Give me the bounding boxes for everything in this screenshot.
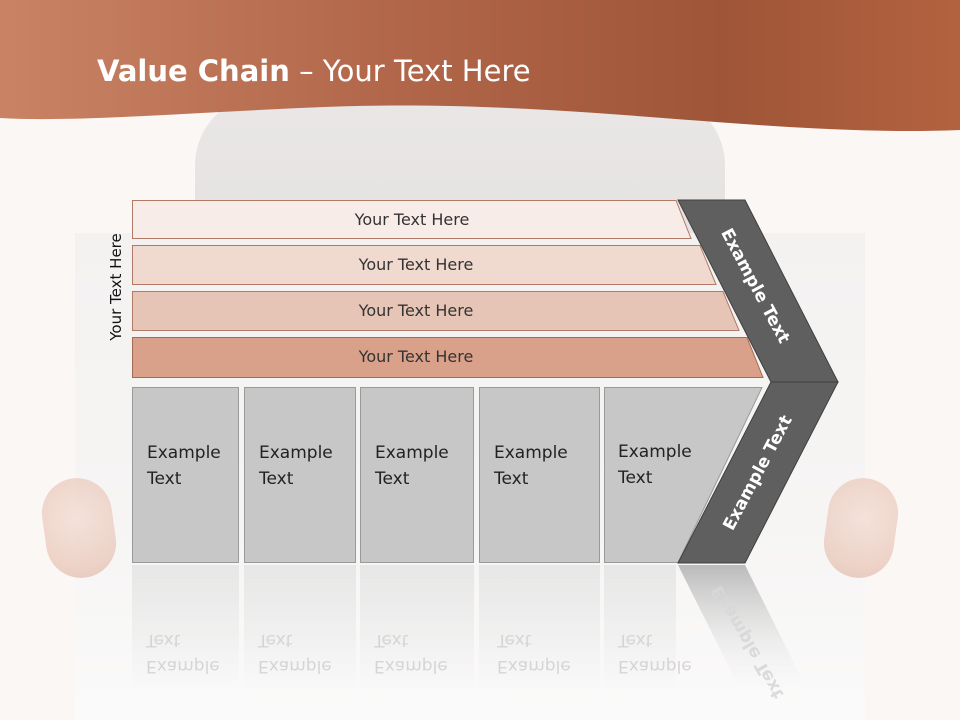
support-bar-4-label: Your Text Here — [358, 347, 474, 366]
primary-box-1-line1: Example — [147, 443, 221, 463]
primary-box-1-line2: Text — [147, 469, 182, 489]
primary-box-4[interactable]: Example Text — [479, 387, 600, 563]
support-bar-3-label: Your Text Here — [358, 301, 474, 320]
support-bar-1-label: Your Text Here — [354, 210, 470, 229]
primary-box-3-line1: Example — [375, 443, 449, 463]
primary-box-3[interactable]: Example Text — [360, 387, 474, 563]
reflection-box — [244, 565, 356, 705]
reflection-box — [604, 565, 676, 705]
reflection-box — [132, 565, 239, 705]
support-bar-3-shape — [132, 291, 740, 331]
primary-box-1[interactable]: Example Text — [132, 387, 239, 563]
support-bar-1[interactable]: Your Text Here — [132, 200, 692, 239]
support-bar-4[interactable]: Your Text Here — [132, 337, 764, 378]
reflection-box — [360, 565, 474, 705]
primary-box-3-line2: Text — [375, 469, 410, 489]
support-bar-2-label: Your Text Here — [358, 255, 474, 274]
support-bar-3[interactable]: Your Text Here — [132, 291, 740, 331]
primary-box-4-line2: Text — [494, 469, 529, 489]
support-bar-1-shape — [132, 200, 692, 239]
primary-box-5-line2: Text — [618, 468, 653, 488]
reflection-box — [479, 565, 600, 705]
support-bar-2-shape — [132, 245, 717, 285]
support-bar-4-shape — [132, 337, 764, 378]
primary-box-5-line1: Example — [618, 442, 692, 462]
title-rest: – Your Text Here — [289, 54, 531, 88]
primary-box-2[interactable]: Example Text — [244, 387, 356, 563]
title-bold: Value Chain — [97, 54, 290, 88]
support-bar-2[interactable]: Your Text Here — [132, 245, 717, 285]
primary-box-2-line1: Example — [259, 443, 333, 463]
primary-box-4-line1: Example — [494, 443, 568, 463]
reflection-chevron — [678, 565, 810, 695]
chevron-lower — [677, 381, 839, 564]
primary-box-2-line2: Text — [259, 469, 294, 489]
slide-title[interactable]: Value Chain – Your Text Here — [97, 54, 531, 88]
